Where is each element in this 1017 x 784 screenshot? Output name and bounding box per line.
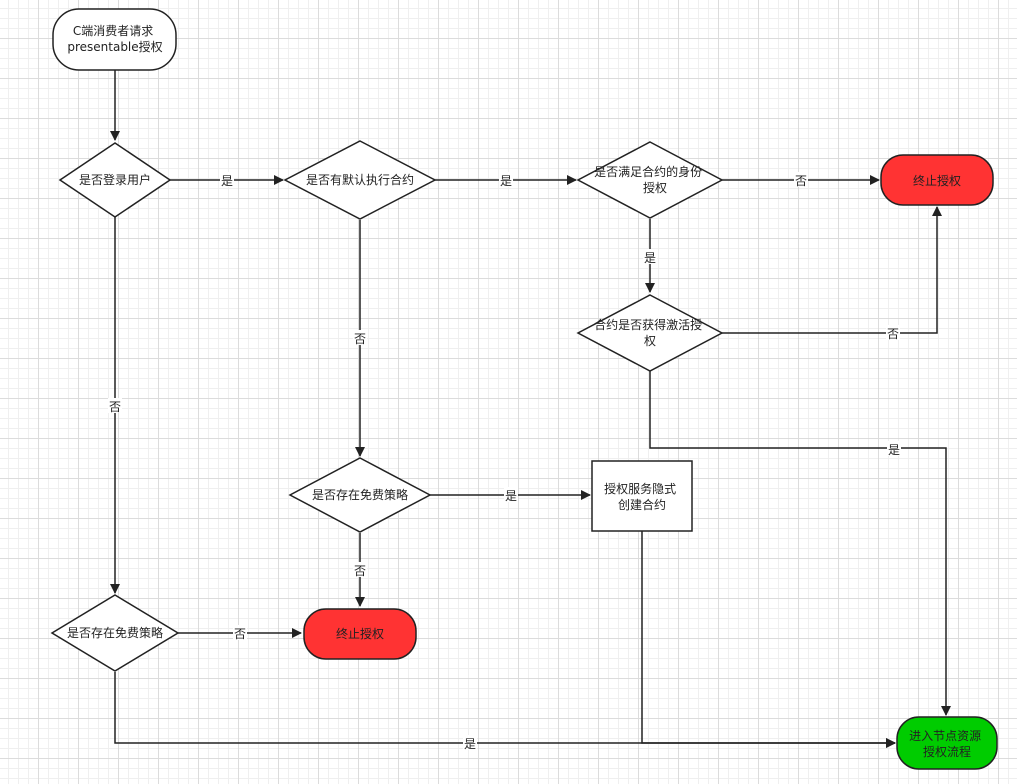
node-decision-free-left[interactable]: 是否存在免费策略 [50, 594, 180, 672]
edge-activate-no[interactable] [722, 206, 942, 334]
start-terminator-shape [52, 8, 177, 71]
edge-label-free-left-no: 否 [233, 625, 247, 641]
node-process-service[interactable]: 授权服务隐式 创建合约 [591, 460, 693, 532]
decision-identity-label: 是否满足合约的身份 授权 [594, 164, 706, 195]
svg-text:否: 否 [354, 564, 366, 578]
svg-text:否: 否 [234, 627, 246, 641]
decision-free-left-diamond [50, 594, 180, 672]
node-enter-flow[interactable]: 进入节点资源 授权流程 [896, 716, 998, 770]
edge-label-free-mid-no: 否 [353, 562, 367, 578]
svg-text:是: 是 [644, 251, 656, 265]
svg-text:是: 是 [888, 443, 900, 457]
svg-text:是: 是 [464, 737, 476, 751]
start-label: C端消费者请求 presentable授权 [67, 24, 162, 54]
node-decision-free-mid[interactable]: 是否存在免费策略 [288, 457, 432, 533]
enter-flow-label: 进入节点资源 授权流程 [909, 729, 985, 759]
svg-text:否: 否 [795, 174, 807, 188]
decision-identity-diamond [576, 141, 724, 219]
edge-label-login-no: 否 [108, 398, 122, 414]
node-decision-login[interactable]: 是否登录用户 [58, 142, 172, 218]
node-terminate-mid[interactable]: 终止授权 [303, 608, 417, 660]
decision-activate-diamond [576, 294, 724, 372]
edge-labels: 是 是 否 是 否 是 否 是 [108, 172, 901, 751]
nodes: C端消费者请求 presentable授权 是否登录用户 是否有默认执行合约 是… [50, 8, 998, 770]
edges [110, 70, 951, 748]
edge-service-to-enter[interactable] [641, 531, 896, 748]
edge-label-free-mid-yes: 是 [504, 487, 518, 503]
decision-default-contract-diamond [283, 140, 437, 220]
terminate-mid-label: 终止授权 [336, 626, 384, 641]
node-start[interactable]: C端消费者请求 presentable授权 [52, 8, 177, 71]
edge-free-left-yes[interactable] [114, 672, 896, 748]
terminate-top-label: 终止授权 [913, 173, 961, 188]
terminate-mid-shape [303, 608, 417, 660]
edge-label-login-yes: 是 [220, 172, 234, 188]
edge-label-default-no: 否 [353, 330, 367, 346]
process-service-label: 授权服务隐式 创建合约 [604, 481, 680, 512]
node-decision-activate[interactable]: 合约是否获得激活授 权 [576, 294, 724, 372]
svg-text:是: 是 [505, 489, 517, 503]
edge-label-identity-yes: 是 [643, 249, 657, 265]
decision-activate-label: 合约是否获得激活授 权 [594, 317, 706, 348]
edge-label-free-left-yes: 是 [463, 735, 477, 751]
edge-label-default-yes: 是 [499, 172, 513, 188]
decision-login-diamond [58, 142, 172, 218]
enter-flow-shape [896, 716, 998, 770]
decision-login-label: 是否登录用户 [79, 172, 151, 187]
decision-default-contract-label: 是否有默认执行合约 [306, 172, 414, 187]
edge-label-activate-no: 否 [886, 325, 900, 341]
edge-activate-yes[interactable] [649, 371, 951, 716]
decision-free-left-label: 是否存在免费策略 [67, 625, 163, 640]
decision-free-mid-label: 是否存在免费策略 [312, 487, 408, 502]
terminate-top-shape [880, 154, 994, 206]
node-decision-identity[interactable]: 是否满足合约的身份 授权 [576, 141, 724, 219]
svg-text:是: 是 [500, 174, 512, 188]
edge-label-identity-no: 否 [794, 172, 808, 188]
edge-label-activate-yes: 是 [887, 441, 901, 457]
svg-text:否: 否 [887, 327, 899, 341]
svg-text:否: 否 [109, 400, 121, 414]
svg-text:是: 是 [221, 174, 233, 188]
node-terminate-top[interactable]: 终止授权 [880, 154, 994, 206]
node-decision-default-contract[interactable]: 是否有默认执行合约 [283, 140, 437, 220]
decision-free-mid-diamond [288, 457, 432, 533]
svg-text:否: 否 [354, 332, 366, 346]
process-service-rect [591, 460, 693, 532]
